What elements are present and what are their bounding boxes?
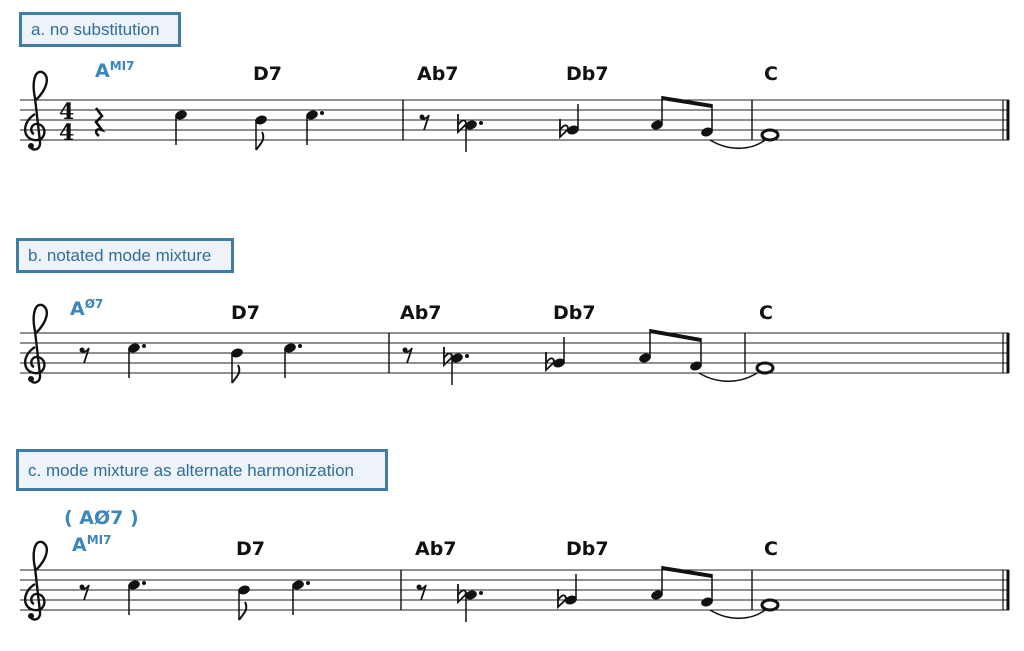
- section-b-label: b. notated mode mixture: [16, 238, 234, 273]
- section-c-label-text: c. mode mixture as alternate harmonizati…: [28, 460, 354, 480]
- chord-b-ahalfdim7: AØ7: [70, 297, 104, 320]
- section-a-label-text: a. no substitution: [31, 20, 160, 39]
- chord-a-1: D7: [253, 63, 282, 85]
- staff-b: [20, 303, 1010, 385]
- chord-b-3: Db7: [553, 302, 596, 324]
- section-b-label-text: b. notated mode mixture: [28, 246, 212, 265]
- section-c-label: c. mode mixture as alternate harmonizati…: [16, 449, 388, 491]
- chord-a-3: Db7: [566, 63, 609, 85]
- time-sig-bottom: 4: [59, 120, 74, 146]
- chord-a-ami7: AMI7: [95, 59, 135, 82]
- time-sig-top: 4: [59, 99, 74, 125]
- chord-c-3: Db7: [566, 538, 609, 560]
- staff-c: [20, 540, 1010, 622]
- chord-b-1: D7: [231, 302, 260, 324]
- chord-c-ami7: AMI7: [72, 533, 112, 556]
- chord-c-2: Ab7: [415, 538, 457, 560]
- chord-c-alt-top: ( AØ7 ): [64, 507, 139, 529]
- chord-a-2: Ab7: [417, 63, 459, 85]
- chord-b-4: C: [759, 302, 773, 324]
- chord-a-4: C: [764, 63, 778, 85]
- treble-clef-icon: [23, 70, 48, 151]
- quarter-rest: [94, 107, 106, 138]
- chord-b-2: Ab7: [400, 302, 442, 324]
- staff-a: 4 4: [20, 70, 1010, 152]
- section-a-label: a. no substitution: [19, 12, 181, 47]
- chord-c-4: C: [764, 538, 778, 560]
- chord-c-1: D7: [236, 538, 265, 560]
